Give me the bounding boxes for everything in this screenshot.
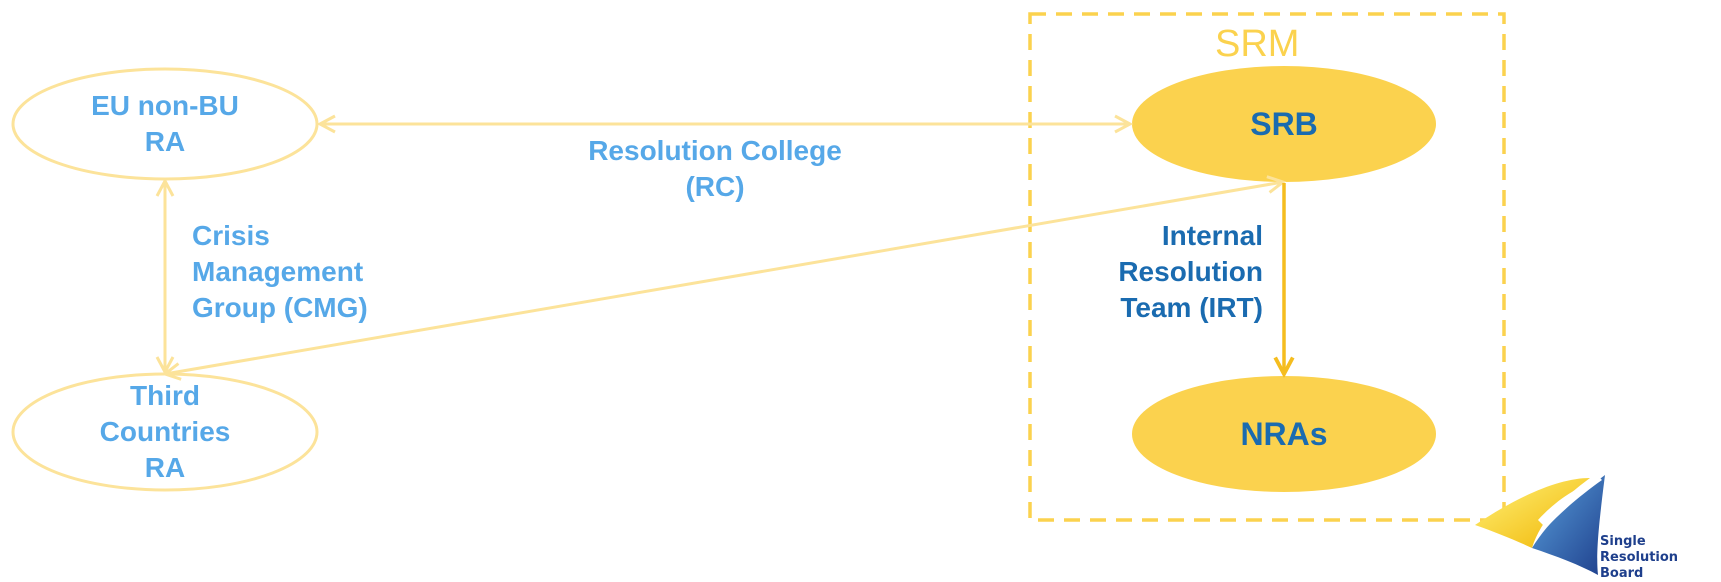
srb-node	[1132, 66, 1436, 182]
third-countries-ra-label: Third Countries RA	[99, 380, 231, 483]
rc-label: Resolution College (RC)	[588, 135, 842, 202]
eu-nonbu-ra-label: EU non-BU RA	[91, 90, 239, 157]
srb-label: SRB	[1250, 106, 1318, 142]
srm-title: SRM	[1215, 23, 1300, 65]
nras-node	[1132, 376, 1436, 492]
third-srb-arrow	[165, 182, 1283, 374]
srm-boundary	[1028, 12, 1506, 522]
srb-logo-text: Single Resolution Board	[1600, 534, 1679, 581]
nras-label: NRAs	[1240, 416, 1328, 452]
srb-logo-icon	[1475, 475, 1605, 575]
cmg-label: Crisis Management Group (CMG)	[192, 220, 368, 323]
irt-label: Internal Resolution Team (IRT)	[1118, 220, 1263, 323]
